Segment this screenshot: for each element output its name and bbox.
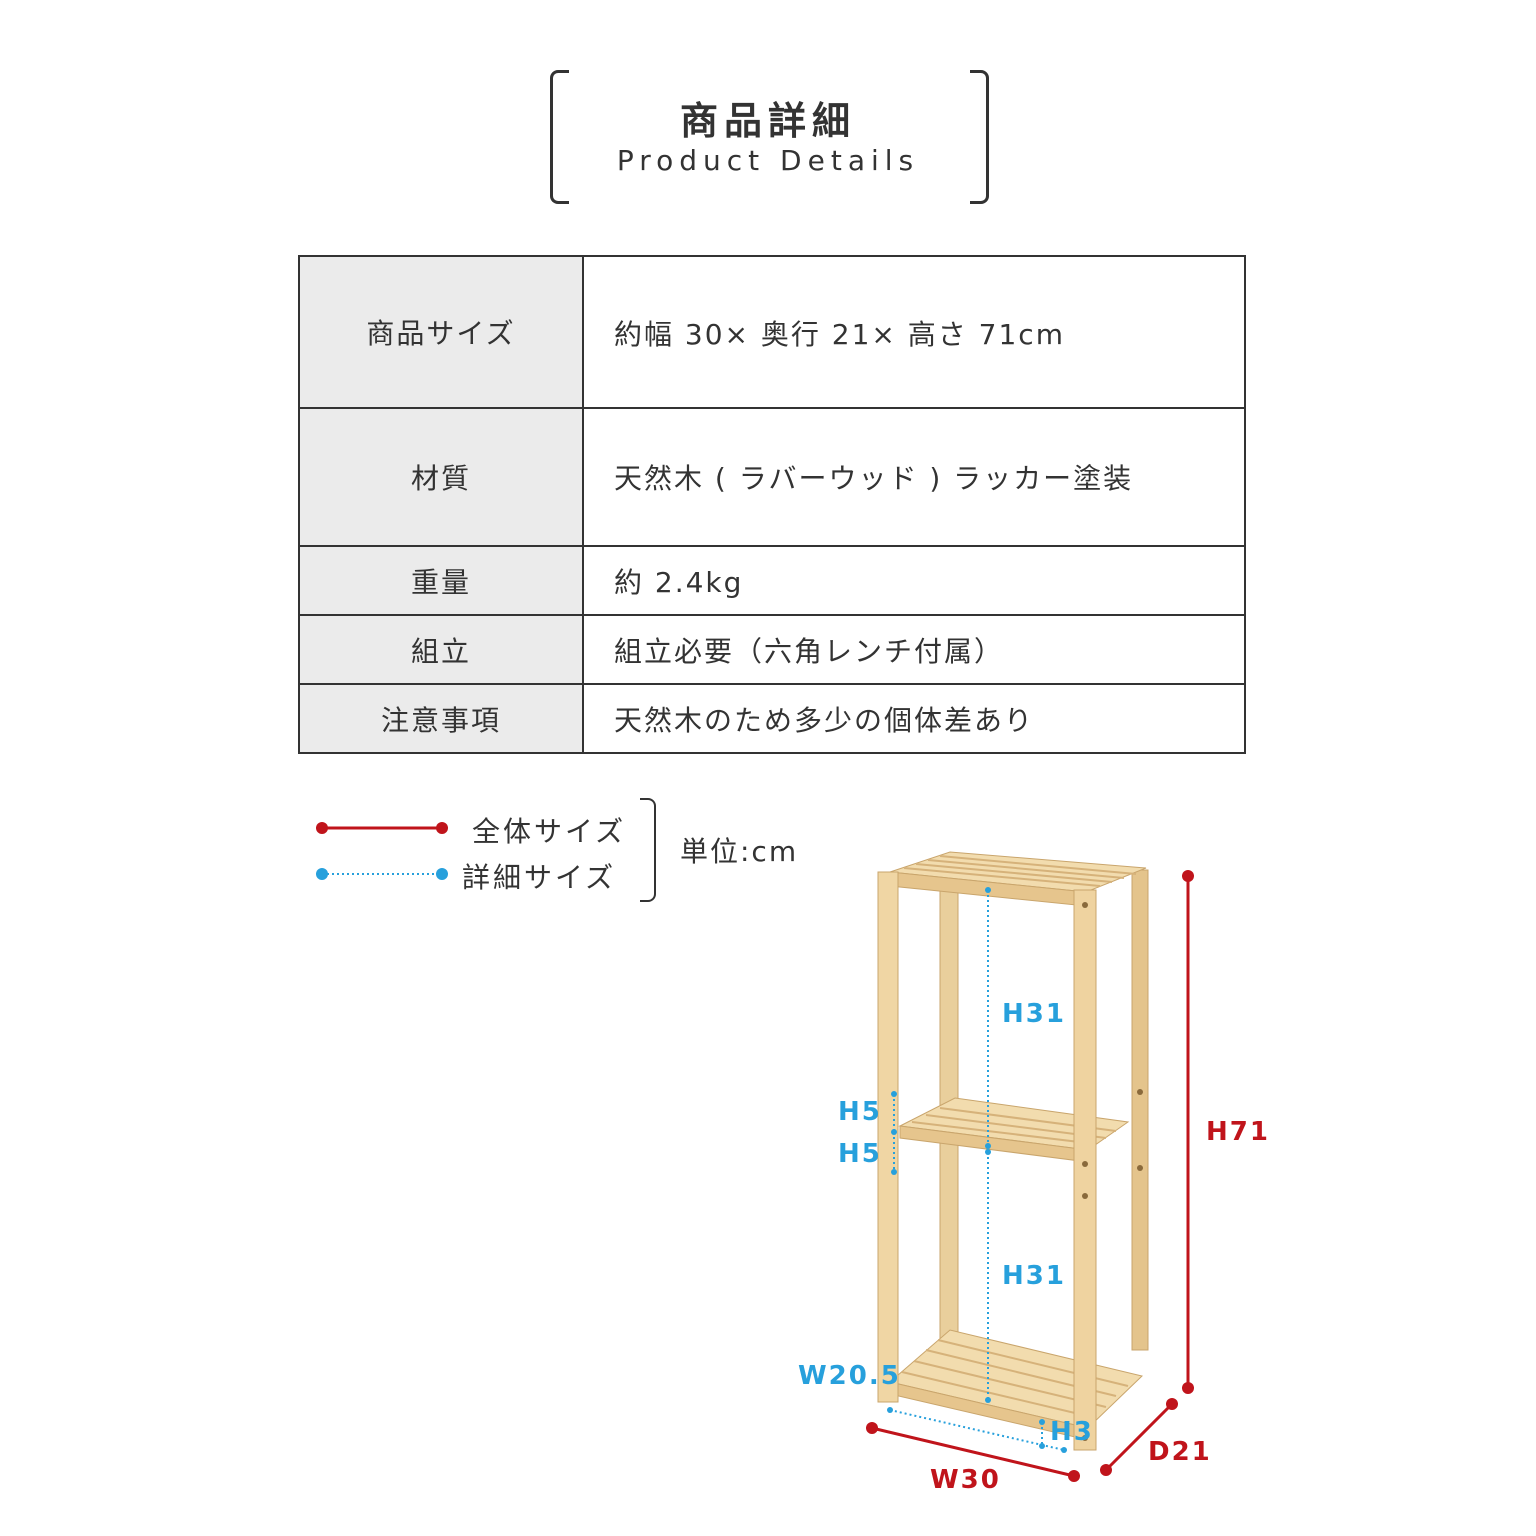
spec-label-material: 材質 [298, 407, 584, 547]
wooden-shelf-illustration [877, 851, 1149, 1451]
detail-dimension-lines [889, 890, 1065, 1451]
legend-detail-line [316, 868, 448, 880]
spec-value-size: 約幅 30× 奥行 21× 高さ 71cm [582, 255, 1246, 409]
table-row: 組立 組立必要（六角レンチ付属） [298, 614, 1246, 685]
legend-brace [640, 798, 656, 902]
label-lower-gap: H31 [1002, 1261, 1066, 1291]
header-bracket-left [550, 70, 569, 204]
dimension-height-overall [1182, 870, 1194, 1394]
spec-label-notes: 注意事項 [298, 683, 584, 754]
spec-label-size: 商品サイズ [298, 255, 584, 409]
spec-value-notes: 天然木のため多少の個体差あり [582, 683, 1246, 754]
spec-value-assembly: 組立必要（六角レンチ付属） [582, 614, 1246, 685]
label-adjust-up: H5 [838, 1097, 882, 1127]
label-height-overall: H71 [1206, 1117, 1270, 1147]
header-bracket-right [970, 70, 989, 204]
legend-overall-label: 全体サイズ [472, 815, 627, 848]
dimension-depth-overall [1100, 1398, 1178, 1476]
label-inner-width: W20.5 [798, 1361, 901, 1391]
spec-value-material: 天然木 ( ラバーウッド ) ラッカー塗装 [582, 407, 1246, 547]
spec-value-weight: 約 2.4kg [582, 545, 1246, 616]
unit-label: 単位:cm [680, 835, 799, 868]
legend-overall-line [316, 822, 448, 834]
label-bottom-clearance: H3 [1050, 1417, 1094, 1447]
spec-table: 商品サイズ 約幅 30× 奥行 21× 高さ 71cm 材質 天然木 ( ラバー… [298, 255, 1246, 754]
detail-dimension-points [887, 887, 1067, 1453]
legend-detail-label: 詳細サイズ [462, 861, 617, 894]
spec-label-weight: 重量 [298, 545, 584, 616]
table-row: 注意事項 天然木のため多少の個体差あり [298, 683, 1246, 754]
spec-label-assembly: 組立 [298, 614, 584, 685]
label-adjust-down: H5 [838, 1139, 882, 1169]
label-upper-gap: H31 [1002, 999, 1066, 1029]
page-subtitle: Product Details [616, 144, 920, 177]
label-width-overall: W30 [930, 1465, 1001, 1495]
label-depth-overall: D21 [1148, 1437, 1212, 1467]
page-title: 商品詳細 [679, 99, 856, 143]
dimension-width-overall [866, 1422, 1080, 1482]
table-row: 商品サイズ 約幅 30× 奥行 21× 高さ 71cm [298, 255, 1246, 409]
table-row: 材質 天然木 ( ラバーウッド ) ラッカー塗装 [298, 407, 1246, 547]
table-row: 重量 約 2.4kg [298, 545, 1246, 616]
